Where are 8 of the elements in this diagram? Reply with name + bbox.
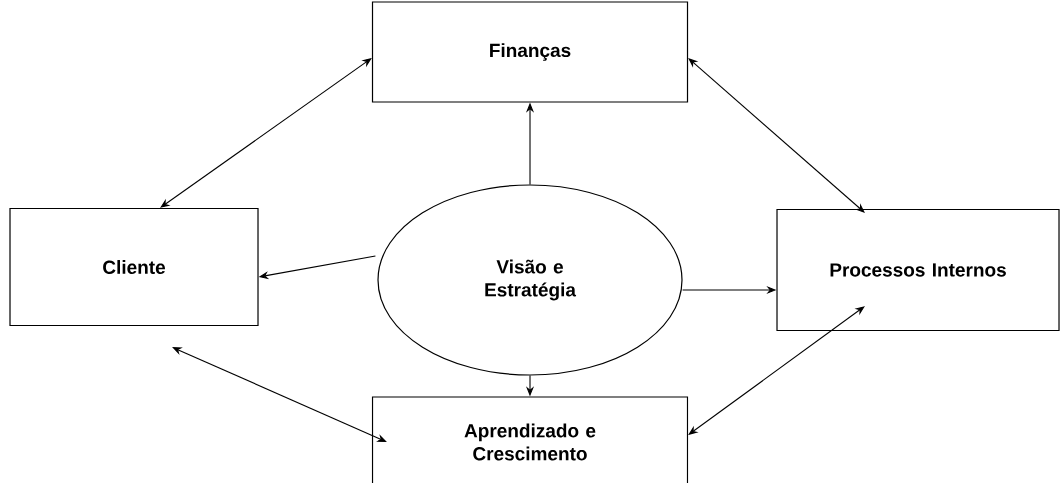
- arrow: [688, 58, 865, 213]
- box: Finanças: [371, 1, 689, 103]
- box: Aprendizado e Crescimento: [371, 396, 689, 483]
- box: Cliente: [9, 207, 259, 327]
- box: Processos Internos: [776, 208, 1060, 332]
- arrow: [172, 347, 387, 442]
- arrow: [160, 58, 372, 208]
- arrow: [688, 306, 865, 435]
